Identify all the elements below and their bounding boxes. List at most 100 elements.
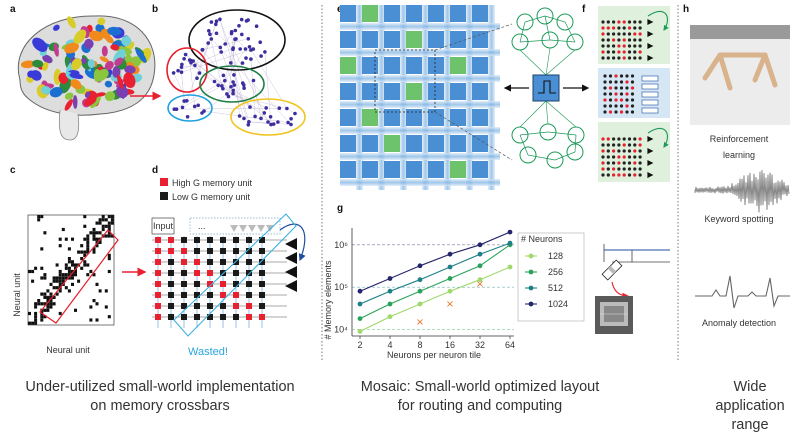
crossbar-memory-unit	[168, 314, 174, 320]
tile-memory-dot	[601, 167, 604, 170]
matrix-cell	[65, 238, 68, 241]
mosaic-tile	[406, 57, 422, 74]
matrix-cell	[86, 238, 89, 241]
tile-memory-dot	[607, 56, 610, 59]
cluster-node	[269, 115, 273, 119]
matrix-cell	[43, 273, 46, 276]
router-memory-dot	[614, 110, 617, 113]
matrix-cell	[62, 228, 65, 231]
cluster-node	[176, 69, 180, 73]
matrix-cell	[108, 257, 111, 260]
tile-memory-dot	[601, 44, 604, 47]
crossbar-memory-unit	[181, 248, 187, 254]
cluster-edge	[177, 108, 280, 109]
mosaic-tile	[340, 31, 356, 48]
router-memory-dot	[631, 104, 634, 107]
panel-label-h: h	[683, 4, 689, 15]
crossbar-memory-unit	[194, 259, 200, 265]
tile-memory-dot	[623, 143, 626, 146]
matrix-cell	[108, 270, 111, 273]
cluster-node	[173, 107, 177, 111]
cluster-node	[184, 53, 188, 57]
tile-memory-dot	[601, 50, 604, 53]
matrix-cell	[105, 305, 108, 308]
chart-point	[478, 263, 483, 268]
crossbar-memory-unit	[207, 292, 213, 298]
mosaic-horizontal-channel	[340, 127, 500, 134]
tile-memory-dot	[617, 50, 620, 53]
matrix-cell	[34, 312, 37, 315]
cluster-node	[208, 32, 212, 36]
cluster-node	[210, 37, 214, 41]
panel-label-d: d	[152, 165, 158, 176]
cluster-node	[278, 106, 282, 110]
router-memory-dot	[625, 80, 628, 83]
chart-legend-marker	[529, 302, 534, 307]
matrix-cell	[86, 263, 89, 266]
mosaic-tile	[428, 5, 444, 22]
crossbar-memory-unit	[168, 248, 174, 254]
matrix-cell	[105, 234, 108, 237]
cluster-edge	[204, 111, 288, 122]
tile-memory-dot	[617, 173, 620, 176]
cluster-node	[276, 120, 280, 124]
matrix-cell	[43, 231, 46, 234]
matrix-cell	[59, 273, 62, 276]
router-memory-dot	[603, 74, 606, 77]
tile-memory-dot	[639, 38, 642, 41]
mosaic-tile	[428, 31, 444, 48]
legend-high-label: High G memory unit	[172, 178, 253, 188]
chart-legend-marker	[529, 270, 534, 275]
cluster-node	[231, 92, 235, 96]
cluster-node	[182, 57, 186, 61]
cluster-node	[241, 61, 245, 65]
mosaic-tile	[472, 135, 488, 152]
chart-point	[418, 277, 423, 282]
matrix-ylabel: Neural unit	[12, 273, 22, 317]
mosaic-tile	[340, 161, 356, 178]
mosaic-tile	[428, 161, 444, 178]
cluster-node	[206, 41, 210, 45]
crossbar-memory-unit	[194, 270, 200, 276]
matrix-cell	[96, 302, 99, 305]
cluster-node	[234, 29, 238, 33]
cluster-node	[237, 24, 241, 28]
matrix-cell	[102, 218, 105, 221]
matrix-cell	[93, 234, 96, 237]
matrix-cell	[83, 215, 86, 218]
mosaic-tile	[362, 135, 378, 152]
router-memory-dot	[631, 98, 634, 101]
chart-legend-label: 256	[548, 267, 563, 277]
mosaic-tile	[362, 109, 378, 126]
tile-memory-dot	[607, 149, 610, 152]
crossbar-memory-unit	[168, 303, 174, 309]
chart-point	[448, 276, 453, 281]
cluster-node	[180, 63, 184, 67]
cluster-node	[213, 80, 217, 84]
crossbar-memory-unit	[233, 237, 239, 243]
tile-memory-dot	[607, 38, 610, 41]
chart-legend-label: 128	[548, 251, 563, 261]
tile-memory-dot	[601, 32, 604, 35]
chart-point	[478, 242, 483, 247]
matrix-cell	[74, 263, 77, 266]
matrix-cell	[50, 293, 53, 296]
tile-memory-dot	[601, 26, 604, 29]
cluster-scatter	[167, 10, 305, 135]
chart-point	[508, 241, 513, 246]
router-memory-dot	[620, 110, 623, 113]
matrix-cell	[99, 289, 102, 292]
cluster-edge	[220, 19, 243, 83]
cluster-node	[223, 79, 227, 83]
crossbar-memory-unit	[207, 270, 213, 276]
matrix-cell	[59, 276, 62, 279]
tile-memory-dot	[633, 173, 636, 176]
crossbar-memory-unit	[155, 237, 161, 243]
tile-memory-dot	[601, 56, 604, 59]
matrix-cell	[68, 247, 71, 250]
tile-memory-dot	[628, 20, 631, 23]
tile-memory-dot	[601, 173, 604, 176]
crossbar-memory-unit	[181, 259, 187, 265]
chart-point	[358, 316, 363, 321]
tile-memory-dot	[612, 143, 615, 146]
